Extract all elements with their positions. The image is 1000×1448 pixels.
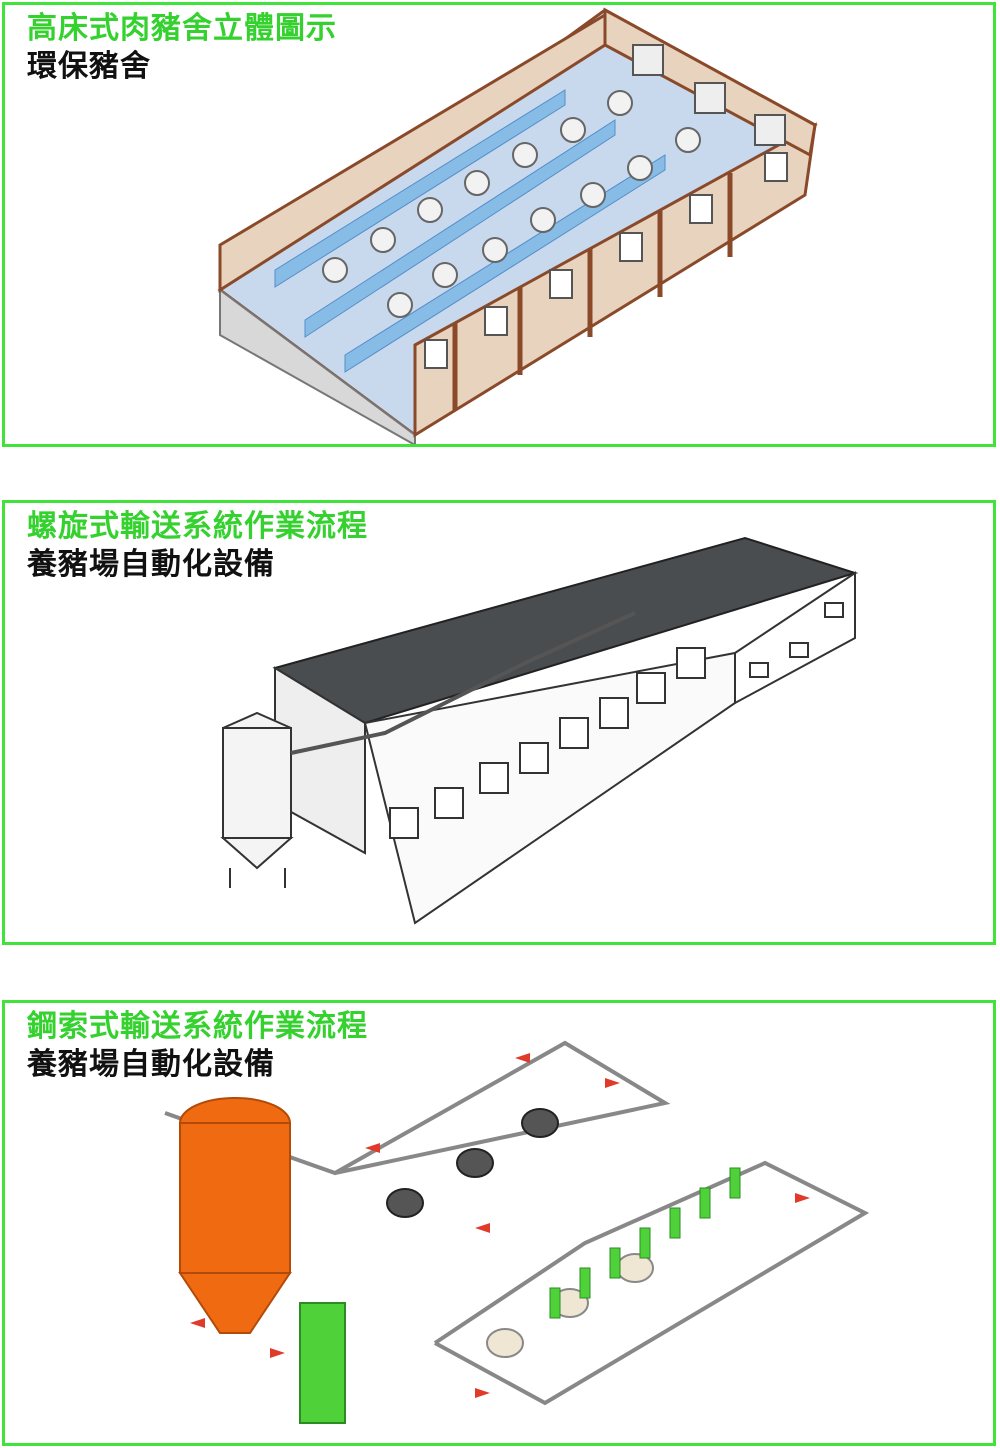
spiral-conveyor-illustration xyxy=(220,536,859,925)
panel-title: 高床式肉豬舍立體圖示 xyxy=(27,11,337,46)
panel-elevated-pig-house: 高床式肉豬舍立體圖示 環保豬舍 xyxy=(2,2,996,447)
brick-wall-back xyxy=(218,12,607,293)
barn-interior xyxy=(363,651,736,925)
brick-wall-front xyxy=(413,122,817,438)
panel-spiral-conveyor: 螺旋式輸送系統作業流程 養豬場自動化設備 xyxy=(2,500,996,945)
pig-house-illustration xyxy=(217,7,818,444)
drive-motor-unit xyxy=(299,1302,346,1424)
window-icon xyxy=(424,152,788,369)
flow-arrow-icon xyxy=(190,1053,810,1398)
feeder-icon xyxy=(322,90,701,318)
panel-subtitle: 養豬場自動化設備 xyxy=(27,1047,275,1082)
panel-title: 鋼索式輸送系統作業流程 xyxy=(27,1009,368,1044)
feed-dropper-icon xyxy=(549,1167,741,1319)
feed-silo xyxy=(220,711,294,888)
fan-icon xyxy=(632,44,786,146)
panel-title: 螺旋式輸送系統作業流程 xyxy=(27,509,368,544)
window-icon xyxy=(749,602,844,678)
cable-conveyor-illustration xyxy=(164,1040,870,1424)
feed-silo xyxy=(178,1097,292,1334)
cable-tube-lower xyxy=(433,1160,870,1406)
timber-posts xyxy=(452,173,733,410)
panel-subtitle: 養豬場自動化設備 xyxy=(27,547,275,582)
manure-pit xyxy=(219,288,416,444)
panel-cable-conveyor: 鋼索式輸送系統作業流程 養豬場自動化設備 xyxy=(2,1000,996,1446)
feeder-icon xyxy=(389,647,706,839)
spiral-conveyor-tube xyxy=(290,611,636,755)
feeder-icon xyxy=(386,1108,654,1358)
pen-partitions xyxy=(274,89,666,373)
panel-subtitle: 環保豬舍 xyxy=(27,49,151,84)
